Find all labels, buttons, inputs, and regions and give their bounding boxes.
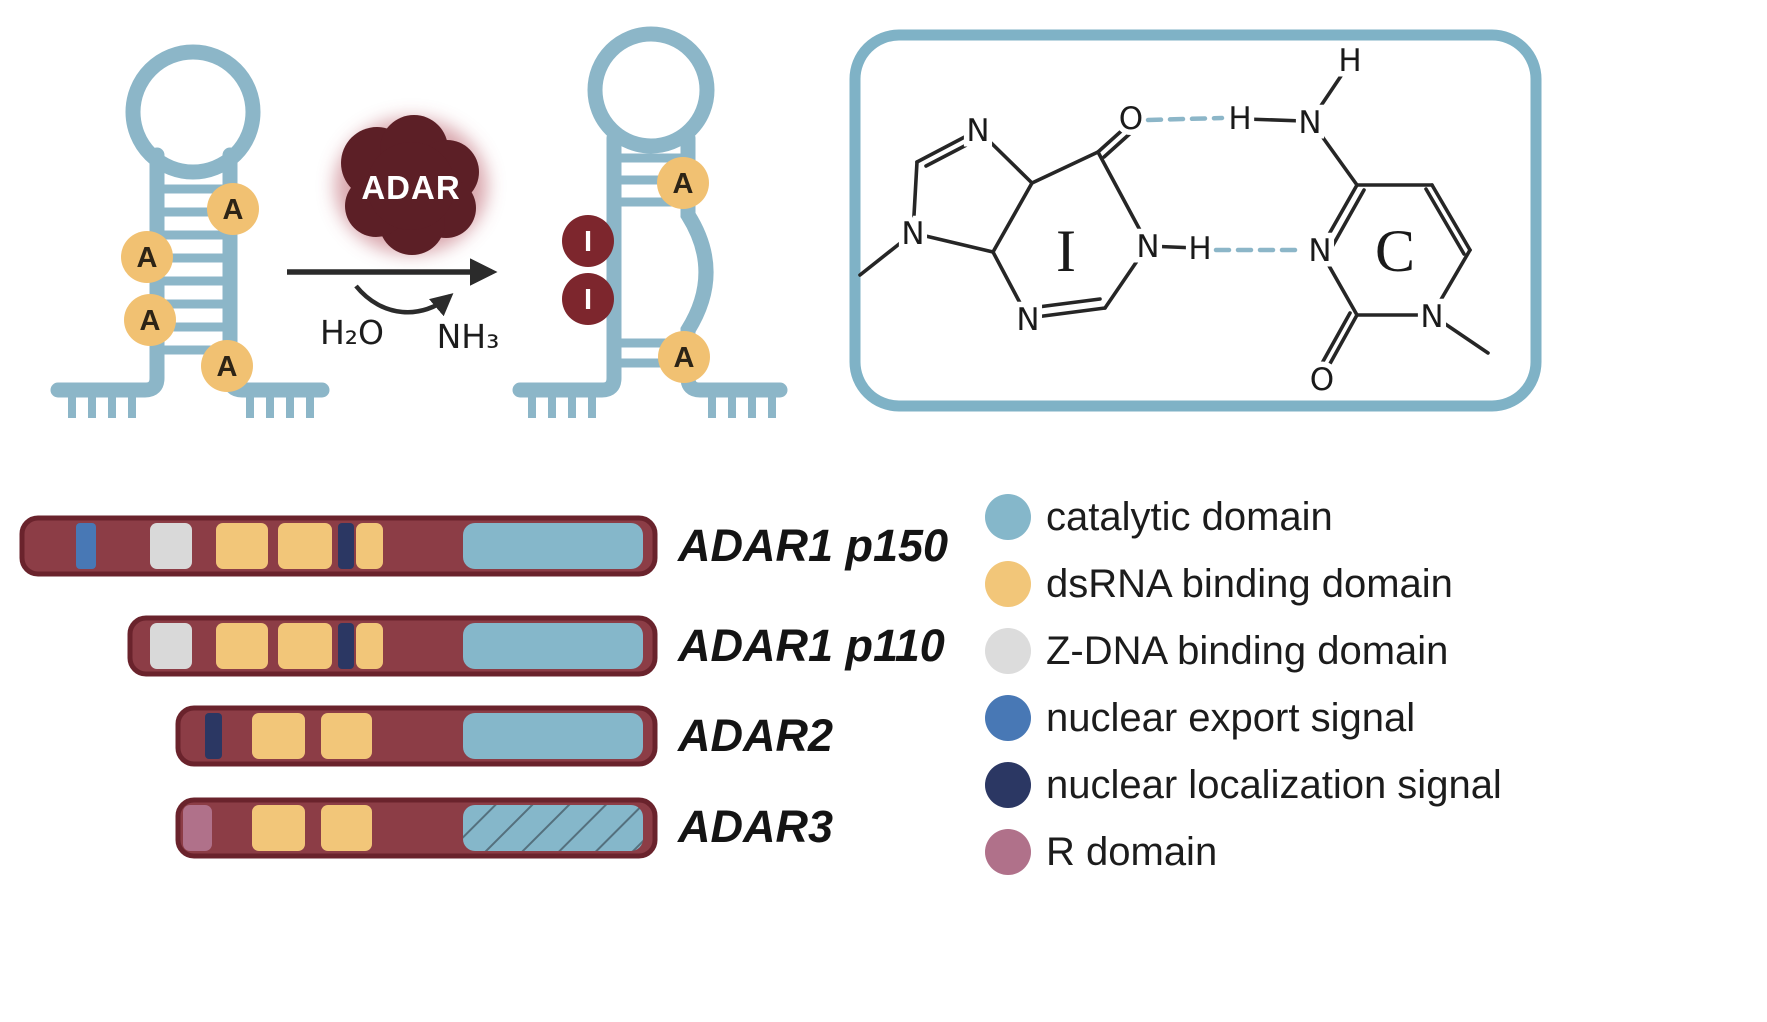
legend-swatch-r-domain <box>985 829 1031 875</box>
legend-label-r-domain: R domain <box>1046 830 1218 874</box>
domain-dsrbd <box>321 805 372 851</box>
inosine-letter: I <box>1056 218 1076 284</box>
legend-label-nuclear-localization-signal: nuclear localization signal <box>1046 763 1502 807</box>
atom-O: O <box>1310 362 1334 398</box>
adenosine-label: A <box>674 342 695 374</box>
atom-H: H <box>1228 101 1251 137</box>
atom-N: N <box>901 216 924 252</box>
domain-catalytic_hatched <box>463 805 643 851</box>
adenosine-label: A <box>217 351 238 383</box>
legend-swatch-nuclear-export-signal <box>985 695 1031 741</box>
domain-nls <box>205 713 222 759</box>
atom-N: N <box>1420 299 1443 335</box>
protein-bar-adar2 <box>175 705 658 767</box>
protein-bar-adar1-p110 <box>127 615 658 677</box>
legend-swatch-catalytic-domain <box>985 494 1031 540</box>
adenosine-label: A <box>137 242 158 274</box>
adenosine-nucleotide: A <box>121 231 173 283</box>
legend-label-catalytic-domain: catalytic domain <box>1046 495 1333 539</box>
adenosine-label: A <box>223 194 244 226</box>
domain-rdomain <box>183 805 212 851</box>
water-label: H₂O <box>320 313 384 352</box>
protein-label-adar1-p150: ADAR1 p150 <box>677 520 948 571</box>
inosine-label: I <box>584 226 592 258</box>
protein-label-adar2: ADAR2 <box>677 710 833 761</box>
domain-dsrbd <box>278 623 332 669</box>
inosine-nucleotide: I <box>562 215 614 267</box>
adenosine-nucleotide: A <box>201 340 253 392</box>
atom-H: H <box>1338 43 1361 79</box>
domain-dsrbd <box>278 523 332 569</box>
protein-label-adar3: ADAR3 <box>677 801 833 852</box>
adar-enzyme: ADAR <box>335 115 487 255</box>
legend-item-r-domain: R domain <box>985 829 1502 875</box>
inosine-structure: N N O N H N I <box>858 96 1217 344</box>
hydrogen-bonds <box>1145 115 1303 253</box>
domain-zdna <box>150 623 192 669</box>
domain-legend: catalytic domain dsRNA binding domain Z-… <box>985 494 1502 875</box>
cytidine-structure: N N H H N O C <box>1223 38 1490 404</box>
edited-rna-hairpin: A I I A <box>512 26 788 418</box>
inosine-nucleotide: I <box>562 273 614 325</box>
domain-nes <box>76 523 96 569</box>
legend-label-zdna-binding-domain: Z-DNA binding domain <box>1046 629 1449 673</box>
atom-H: H <box>1188 231 1211 267</box>
atom-N: N <box>1298 105 1321 141</box>
legend-item-zdna-binding-domain: Z-DNA binding domain <box>985 628 1502 674</box>
protein-label-adar1-p110: ADAR1 p110 <box>677 620 945 671</box>
legend-item-nuclear-localization-signal: nuclear localization signal <box>985 762 1502 808</box>
domain-nls <box>338 623 354 669</box>
protein-bars <box>19 515 658 859</box>
adenosine-nucleotide: A <box>658 331 710 383</box>
panel-border <box>849 29 1542 412</box>
atom-N: N <box>1016 302 1039 338</box>
domain-dsrbd <box>321 713 372 759</box>
protein-bar-adar3 <box>175 797 658 859</box>
reaction-arrow-group: H₂O NH₃ <box>287 258 500 356</box>
atom-N: N <box>1308 233 1331 269</box>
adar-protein-domain-map: ADAR1 p150 ADAR1 p110 ADAR2 ADAR3 <box>19 515 948 859</box>
adenosine-nucleotide: A <box>207 183 259 235</box>
hydrogen-bond <box>1145 115 1225 123</box>
adenosine-label: A <box>140 305 161 337</box>
enzyme-body <box>341 115 479 255</box>
ssrna-ticks <box>528 394 776 418</box>
legend-swatch-dsrna-binding-domain <box>985 561 1031 607</box>
domain-dsrbd <box>356 523 383 569</box>
legend-item-dsrna-binding-domain: dsRNA binding domain <box>985 561 1502 607</box>
domain-catalytic <box>463 623 643 669</box>
adenosine-nucleotide: A <box>657 157 709 209</box>
ssrna-ticks <box>68 394 314 418</box>
legend-label-nuclear-export-signal: nuclear export signal <box>1046 696 1416 740</box>
atom-O: O <box>1119 101 1143 137</box>
inosine-cytidine-base-pair-panel: N N O N H N I <box>849 29 1542 412</box>
atom-N: N <box>1136 229 1159 265</box>
domain-dsrbd <box>356 623 383 669</box>
cytidine-letter: C <box>1375 218 1415 284</box>
enzyme-label: ADAR <box>361 169 460 206</box>
domain-catalytic <box>463 713 643 759</box>
domain-dsrbd <box>252 713 305 759</box>
water-ammonia-arrow <box>354 284 454 317</box>
domain-dsrbd <box>216 523 268 569</box>
unedited-rna-hairpin: A A A A <box>50 44 330 418</box>
atom-N: N <box>966 113 989 149</box>
adenosine-label: A <box>673 168 694 200</box>
legend-label-dsrna-binding-domain: dsRNA binding domain <box>1046 562 1453 606</box>
legend-item-catalytic-domain: catalytic domain <box>985 494 1502 540</box>
domain-dsrbd <box>252 805 305 851</box>
domain-dsrbd <box>216 623 268 669</box>
adenosine-nucleotide: A <box>124 294 176 346</box>
ammonia-label: NH₃ <box>437 317 500 356</box>
domain-nls <box>338 523 354 569</box>
legend-swatch-nuclear-localization-signal <box>985 762 1031 808</box>
domain-catalytic <box>463 523 643 569</box>
domain-zdna <box>150 523 192 569</box>
protein-bar-adar1-p150 <box>19 515 658 577</box>
legend-swatch-zdna-binding-domain <box>985 628 1031 674</box>
rna-editing-reaction-diagram: A A A A H₂O NH₃ <box>50 26 788 418</box>
legend-item-nuclear-export-signal: nuclear export signal <box>985 695 1502 741</box>
inosine-label: I <box>584 284 592 316</box>
